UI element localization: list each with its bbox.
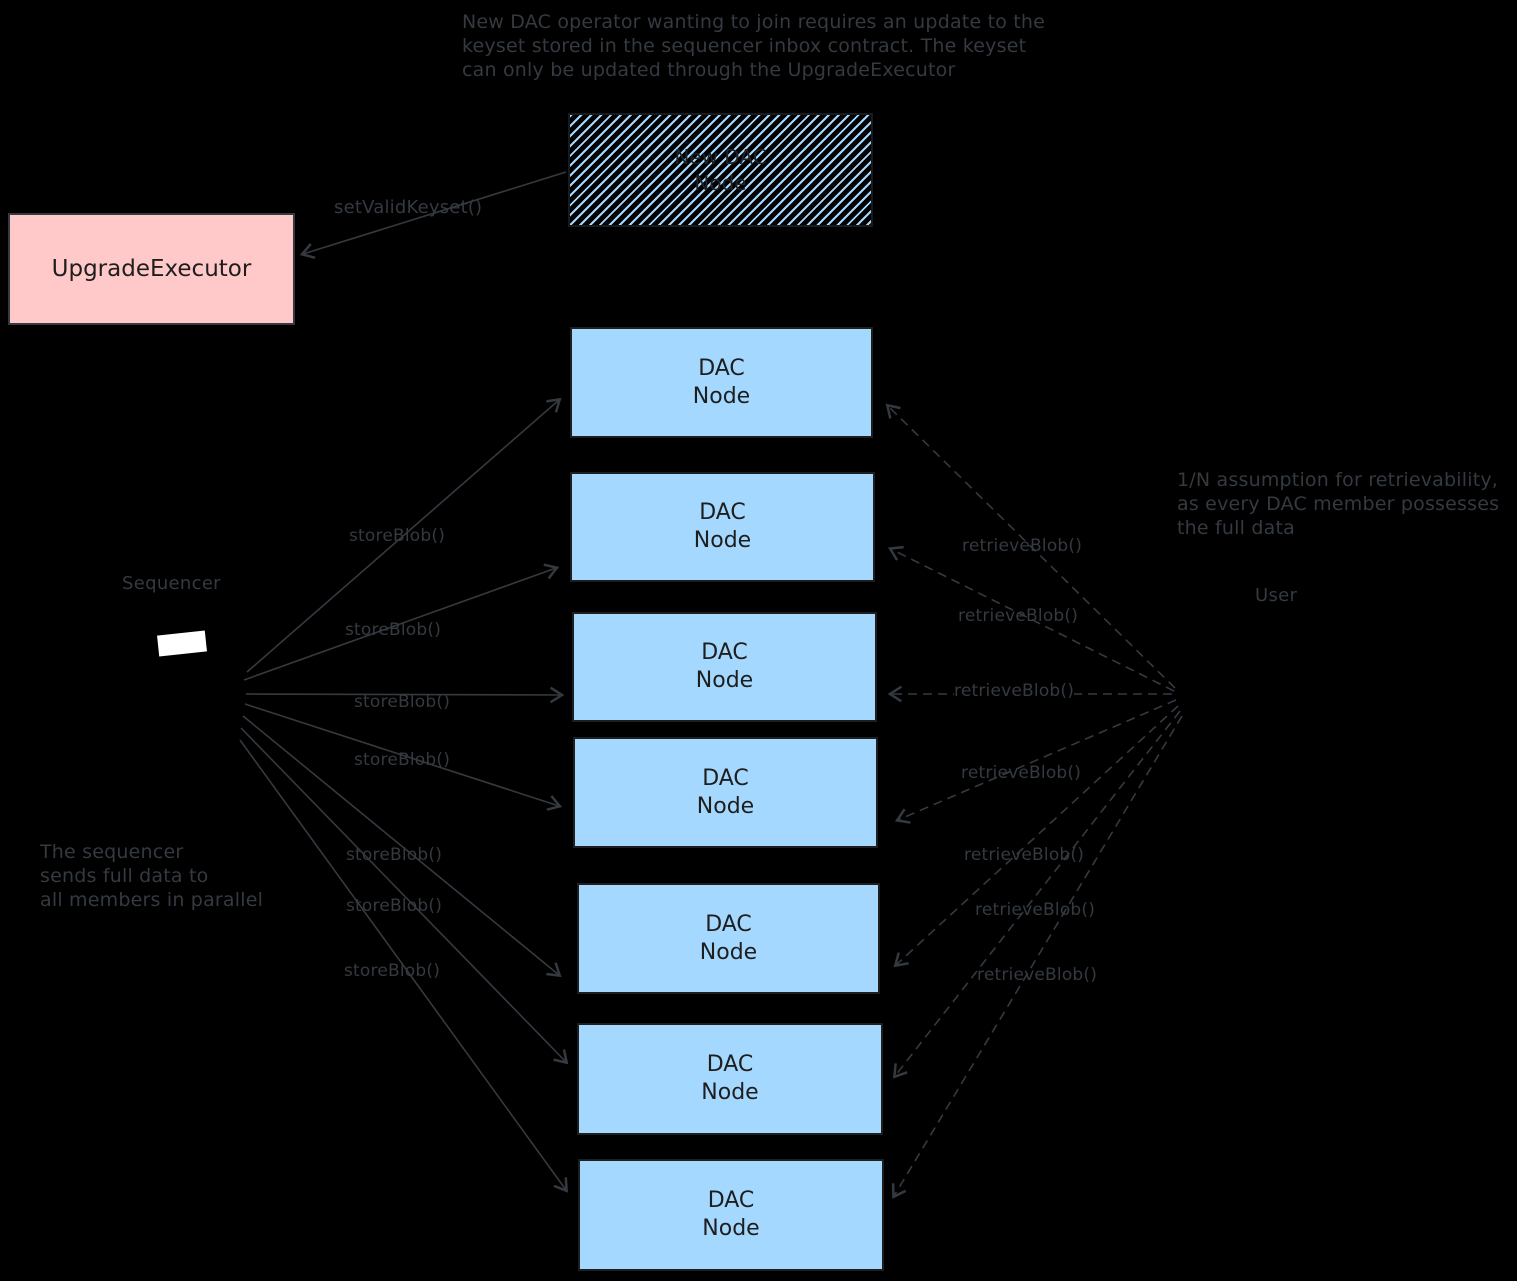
top-note: New DAC operator wanting to join require… <box>462 11 1046 81</box>
retrieve-blob-label: retrieveBlob() <box>962 536 1083 556</box>
retrieve-blob-arrow <box>891 715 1183 1199</box>
dac-node-label: DAC Node <box>695 640 754 693</box>
set-valid-keyset-arrow <box>299 171 567 260</box>
retrieve-blob-arrow <box>885 403 1176 689</box>
dac-node-label: DAC Node <box>702 1188 760 1241</box>
dac-node-box: DAC Node <box>577 883 880 994</box>
store-blob-arrow <box>243 563 560 681</box>
retrieve-blob-label: retrieveBlob() <box>975 900 1096 920</box>
store-blob-arrow <box>239 739 568 1193</box>
store-blob-label: storeBlob() <box>345 620 442 640</box>
retrieve-blob-arrow <box>892 710 1181 1079</box>
retrieve-blob-label: retrieveBlob() <box>964 845 1085 865</box>
set-valid-keyset-label: setValidKeyset() <box>334 197 483 218</box>
store-blob-arrow <box>245 686 565 704</box>
store-blob-label: storeBlob() <box>354 750 451 770</box>
store-blob-label: storeBlob() <box>346 896 443 916</box>
dac-node-label: DAC Node <box>701 1052 759 1105</box>
store-blob-arrow <box>246 397 562 673</box>
upgrade-executor-box: UpgradeExecutor <box>8 213 295 325</box>
sequencer-label: Sequencer <box>122 573 221 594</box>
store-blob-label: storeBlob() <box>344 961 441 981</box>
retrieve-blob-label: retrieveBlob() <box>961 763 1082 783</box>
dac-node-box: DAC Node <box>577 1023 883 1135</box>
dac-node-label: DAC Node <box>692 355 751 409</box>
retrieve-blob-arrow <box>887 545 1175 692</box>
retrieve-blob-arrow <box>894 699 1177 824</box>
user-label: User <box>1255 585 1298 606</box>
retrieve-blob-label: retrieveBlob() <box>958 606 1079 626</box>
dac-node-label: DAC Node <box>696 765 755 819</box>
store-blob-arrow <box>242 715 562 978</box>
dac-node-box: DAC Node <box>573 737 878 848</box>
new-dac-node-box: New DAC Node <box>568 113 873 227</box>
dac-node-box: DAC Node <box>572 612 877 722</box>
dac-node-label: DAC Node <box>693 500 752 553</box>
new-dac-node-label: New DAC Node <box>674 145 767 195</box>
retrieve-blob-arrow <box>893 705 1179 968</box>
dac-node-box: DAC Node <box>570 472 875 582</box>
upgrade-executor-label: UpgradeExecutor <box>51 256 252 282</box>
store-blob-label: storeBlob() <box>349 526 446 546</box>
dac-node-box: DAC Node <box>570 327 873 438</box>
store-blob-label: storeBlob() <box>346 845 443 865</box>
store-blob-arrow <box>244 703 563 811</box>
dac-node-box: DAC Node <box>578 1159 884 1271</box>
dac-node-label: DAC Node <box>699 911 758 965</box>
left-note: The sequencer sends full data to all mem… <box>40 841 264 911</box>
retrieve-blob-label: retrieveBlob() <box>954 681 1075 701</box>
right-note: 1/N assumption for retrievability, as ev… <box>1177 469 1500 539</box>
retrieve-blob-label: retrieveBlob() <box>977 965 1098 985</box>
store-blob-arrow <box>240 727 569 1065</box>
store-blob-label: storeBlob() <box>354 692 451 712</box>
